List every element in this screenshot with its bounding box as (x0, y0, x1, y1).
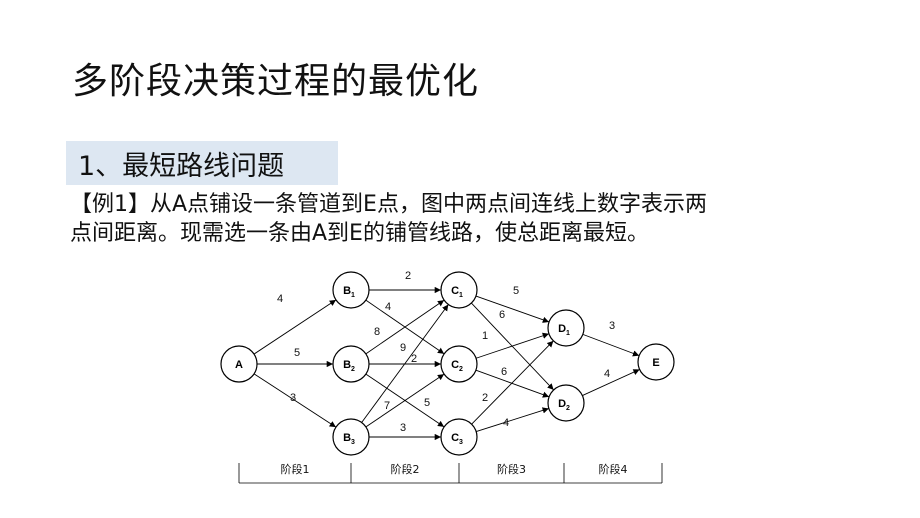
edge-weight-c2-d1: 1 (482, 330, 488, 342)
edge-b3-c1 (361, 304, 449, 423)
edge-weight-b3-c3: 3 (400, 422, 406, 434)
edge-weight-b1-c1: 2 (405, 270, 411, 282)
page-title: 多阶段决策过程的最优化 (72, 61, 480, 102)
node-label-c1: C1 (451, 285, 463, 299)
problem-line-2: 点间距离。现需选一条由A到E的铺管线路，使总距离最短。 (70, 221, 649, 246)
edge-weight-a-b3: 3 (290, 392, 296, 404)
edge-weight-a-b1: 4 (277, 293, 283, 305)
edge-weight-b3-c2: 7 (384, 400, 390, 412)
problem-statement: 【例1】从A点铺设一条管道到E点，图中两点间连线上数字表示两 点间距离。现需选一… (70, 190, 870, 248)
node-d2: D2 (547, 384, 585, 422)
node-label-a: A (235, 359, 243, 371)
node-label-d1: D1 (558, 323, 570, 337)
node-b2: B2 (332, 345, 370, 383)
section-title: 1、最短路线问题 (78, 151, 285, 182)
node-c1: C1 (440, 271, 478, 309)
edge-weight-d1-e: 3 (609, 320, 615, 332)
stage-label-1: 阶段1 (281, 462, 310, 476)
edge-c3-d1 (471, 340, 554, 425)
node-b1: B1 (332, 271, 370, 309)
node-c2: C2 (440, 345, 478, 383)
edge-weight-d2-e: 4 (604, 368, 610, 380)
problem-line-1: 【例1】从A点铺设一条管道到E点，图中两点间连线上数字表示两 (70, 192, 707, 217)
edge-c1-d2 (471, 302, 554, 391)
stage-label-2: 阶段2 (391, 462, 420, 476)
edge-c2-d2 (475, 369, 550, 398)
node-a: A (220, 345, 258, 383)
edge-a-b1 (253, 299, 337, 355)
stage-label-4: 阶段4 (599, 462, 628, 476)
edge-d2-e (582, 369, 640, 396)
edge-weight-b1-c2: 4 (385, 301, 391, 313)
node-label-b3: B3 (343, 432, 355, 446)
edge-weight-b2-c3: 5 (424, 397, 430, 409)
edge-c2-d1 (475, 332, 550, 359)
node-c3: C3 (440, 418, 478, 456)
edge-weight-b3-c1: 9 (400, 342, 406, 354)
node-b3: B3 (332, 418, 370, 456)
edge-b2-c1 (365, 299, 445, 355)
node-d1: D1 (547, 309, 585, 347)
edge-b3-c2 (365, 373, 445, 428)
edge-weight-c1-d1: 5 (513, 285, 519, 297)
node-label-c3: C3 (451, 432, 463, 446)
edge-weight-c2-d2: 6 (501, 366, 507, 378)
edge-c1-d1 (475, 295, 550, 323)
node-label-e: E (652, 357, 659, 369)
node-label-b2: B2 (343, 359, 355, 373)
edge-weight-a-b2: 5 (294, 347, 300, 359)
node-label-d2: D2 (558, 398, 570, 412)
edge-weight-b2-c1: 8 (374, 326, 380, 338)
node-label-c2: C2 (451, 359, 463, 373)
edge-weight-b2-c2: 2 (411, 353, 417, 365)
node-e: E (637, 343, 675, 381)
edge-a-b3 (253, 373, 337, 428)
section-highlight (66, 141, 338, 185)
edge-d1-e (582, 333, 640, 357)
edge-weight-c3-d2: 4 (503, 417, 509, 429)
edge-weight-c1-d2: 6 (499, 309, 505, 321)
stage-label-3: 阶段3 (497, 462, 526, 476)
edge-weight-c3-d1: 2 (482, 392, 488, 404)
node-label-b1: B1 (343, 285, 355, 299)
edge-c3-d2 (476, 407, 549, 432)
